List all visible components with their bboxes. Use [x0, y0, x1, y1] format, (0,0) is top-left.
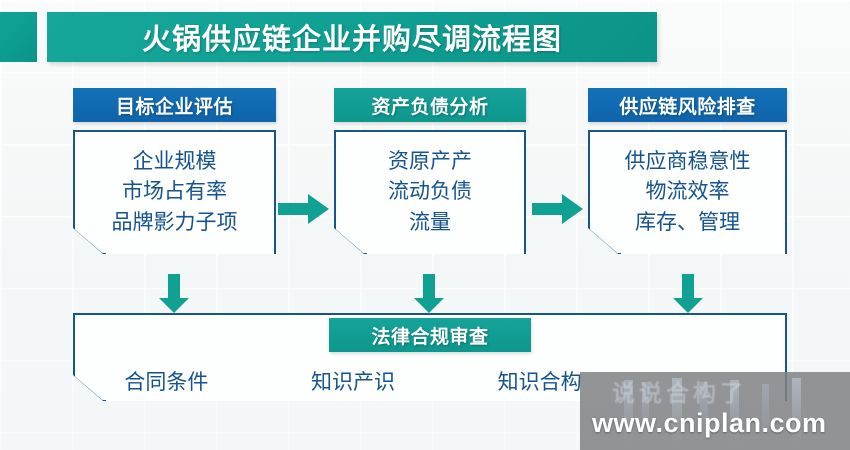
- column-2-item-1: 资原产产: [388, 150, 472, 174]
- column-2-header: 资产负债分析: [334, 88, 526, 122]
- column-1-body: 企业规模 市场占有率 品牌影力子项: [73, 130, 276, 254]
- bottom-box-header: 法律合规审查: [329, 318, 531, 352]
- arrow-right-icon-1: [278, 194, 329, 224]
- page-title: 火锅供应链企业并购尽调流程图: [141, 24, 562, 56]
- column-3-item-2: 物流效率: [645, 180, 730, 204]
- arrow-down-icon-1: [159, 274, 189, 313]
- column-2-item-2: 流动负债: [388, 180, 472, 204]
- column-3-item-1: 供应商稳意性: [624, 150, 751, 174]
- column-1-header-label: 目标企业评估: [115, 96, 233, 118]
- arrow-right-icon-2: [532, 194, 583, 224]
- column-3-body: 供应商稳意性 物流效率 库存、管理: [588, 130, 787, 254]
- bottom-box-items: 合同条件 知识产识 知识合构: [73, 366, 633, 396]
- column-2-header-label: 资产负债分析: [371, 96, 489, 118]
- column-2-notch-edge: [333, 225, 367, 255]
- column-1-item-1: 企业规模: [132, 150, 217, 174]
- column-3-item-3: 库存、管理: [635, 210, 740, 234]
- column-2-body: 资原产产 流动负债 流量: [334, 130, 526, 254]
- column-3-header-label: 供应链风险排查: [619, 96, 756, 118]
- column-1-item-2: 市场占有率: [122, 180, 227, 204]
- title-accent-tab: [0, 12, 37, 62]
- process-column-1: 目标企业评估 企业规模 市场占有率 品牌影力子项: [73, 88, 276, 254]
- bottom-item-3: 知识合构: [497, 371, 582, 394]
- bottom-box-header-label: 法律合规审查: [371, 326, 489, 348]
- process-column-3: 供应链风险排查 供应商稳意性 物流效率 库存、管理: [588, 88, 787, 254]
- arrow-down-icon-2: [414, 274, 444, 313]
- watermark-ghost-text: 说说合构了: [612, 380, 747, 406]
- column-3-notch-edge: [587, 225, 621, 255]
- column-1-header: 目标企业评估: [73, 88, 276, 122]
- bottom-item-2: 知识产识: [310, 371, 395, 394]
- process-column-2: 资产负债分析 资原产产 流动负债 流量: [334, 88, 526, 254]
- bottom-item-1: 合同条件: [124, 371, 209, 394]
- watermark-url: www.cniplan.com: [592, 408, 827, 438]
- arrow-down-icon-3: [673, 274, 703, 313]
- column-1-item-3: 品牌影力子项: [111, 210, 238, 234]
- watermark-overlay: 说说合构了 www.cniplan.com: [580, 372, 850, 450]
- title-bar: 火锅供应链企业并购尽调流程图: [47, 12, 657, 62]
- column-3-header: 供应链风险排查: [588, 88, 787, 122]
- column-2-item-3: 流量: [409, 210, 451, 234]
- column-1-notch-edge: [72, 225, 106, 255]
